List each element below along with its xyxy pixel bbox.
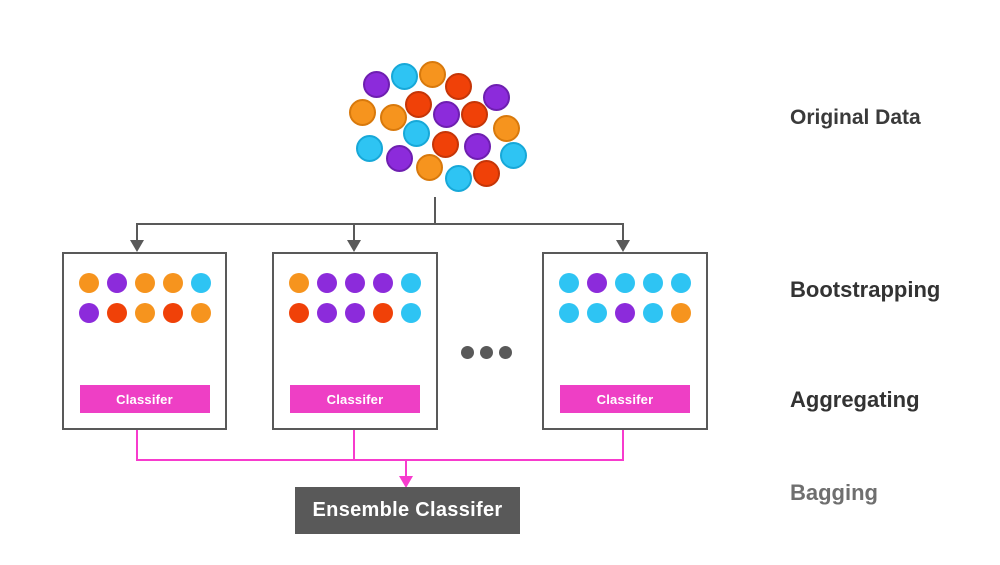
orange-data-point bbox=[190, 303, 211, 323]
purple-data-point bbox=[345, 303, 365, 323]
arrow-down-icon bbox=[616, 240, 630, 252]
cyan-data-point bbox=[559, 303, 579, 323]
red-data-point bbox=[373, 303, 393, 323]
sample-circles-1 bbox=[64, 273, 225, 323]
classifier-button-2[interactable]: Classifer bbox=[290, 385, 420, 413]
ellipsis-dot bbox=[480, 346, 493, 359]
cyan-data-point bbox=[615, 273, 635, 293]
ellipsis bbox=[461, 346, 512, 359]
stage-label-bagging: Bagging bbox=[790, 480, 878, 505]
cyan-data-point bbox=[559, 273, 579, 293]
purple-data-point bbox=[385, 144, 413, 172]
red-data-point bbox=[106, 303, 127, 323]
arrow-down-icon bbox=[130, 240, 144, 252]
cyan-data-point bbox=[671, 273, 691, 293]
orange-data-point bbox=[134, 303, 155, 323]
purple-data-point bbox=[587, 273, 607, 293]
purple-data-point bbox=[615, 303, 635, 323]
stage-label-original-data: Original Data bbox=[790, 106, 921, 129]
red-data-point bbox=[444, 72, 472, 100]
red-data-point bbox=[289, 303, 309, 323]
cyan-data-point bbox=[643, 303, 663, 323]
cyan-data-point bbox=[587, 303, 607, 323]
arrow-down-icon bbox=[347, 240, 361, 252]
cyan-data-point bbox=[401, 303, 421, 323]
red-data-point bbox=[162, 303, 183, 323]
orange-data-point bbox=[418, 60, 446, 88]
cyan-data-point bbox=[190, 273, 211, 293]
red-data-point bbox=[431, 130, 459, 158]
orange-data-point bbox=[348, 98, 376, 126]
purple-data-point bbox=[106, 273, 127, 293]
red-data-point bbox=[472, 159, 500, 187]
cyan-data-point bbox=[401, 273, 421, 293]
orange-data-point bbox=[162, 273, 183, 293]
bootstrap-sample-box-3: Classifer bbox=[542, 252, 708, 430]
bootstrap-sample-box-1: Classifer bbox=[62, 252, 227, 430]
orange-data-point bbox=[492, 114, 520, 142]
purple-data-point bbox=[317, 303, 337, 323]
classifier-button-3[interactable]: Classifer bbox=[560, 385, 690, 413]
orange-data-point bbox=[289, 273, 309, 293]
cyan-data-point bbox=[643, 273, 663, 293]
cyan-data-point bbox=[402, 119, 430, 147]
orange-data-point bbox=[134, 273, 155, 293]
orange-data-point bbox=[415, 153, 443, 181]
cyan-data-point bbox=[355, 134, 383, 162]
ellipsis-dot bbox=[461, 346, 474, 359]
red-data-point bbox=[460, 100, 488, 128]
stage-label-aggregating: Aggregating bbox=[790, 387, 920, 412]
purple-data-point bbox=[432, 100, 460, 128]
bootstrap-sample-box-2: Classifer bbox=[272, 252, 438, 430]
red-data-point bbox=[404, 90, 432, 118]
purple-data-point bbox=[78, 303, 99, 323]
cyan-data-point bbox=[390, 62, 418, 90]
purple-data-point bbox=[345, 273, 365, 293]
orange-data-point bbox=[671, 303, 691, 323]
sample-circles-2 bbox=[274, 273, 436, 323]
purple-data-point bbox=[362, 70, 390, 98]
ensemble-classifier-box[interactable]: Ensemble Classifer bbox=[295, 487, 520, 534]
orange-data-point bbox=[379, 103, 407, 131]
sample-circles-3 bbox=[544, 273, 706, 323]
classifier-button-1[interactable]: Classifer bbox=[79, 385, 210, 413]
cyan-data-point bbox=[444, 164, 472, 192]
purple-data-point bbox=[373, 273, 393, 293]
purple-data-point bbox=[463, 132, 491, 160]
cyan-data-point bbox=[499, 141, 527, 169]
stage-label-bootstrapping: Bootstrapping bbox=[790, 277, 941, 302]
orange-data-point bbox=[78, 273, 99, 293]
ellipsis-dot bbox=[499, 346, 512, 359]
purple-data-point bbox=[482, 83, 510, 111]
purple-data-point bbox=[317, 273, 337, 293]
